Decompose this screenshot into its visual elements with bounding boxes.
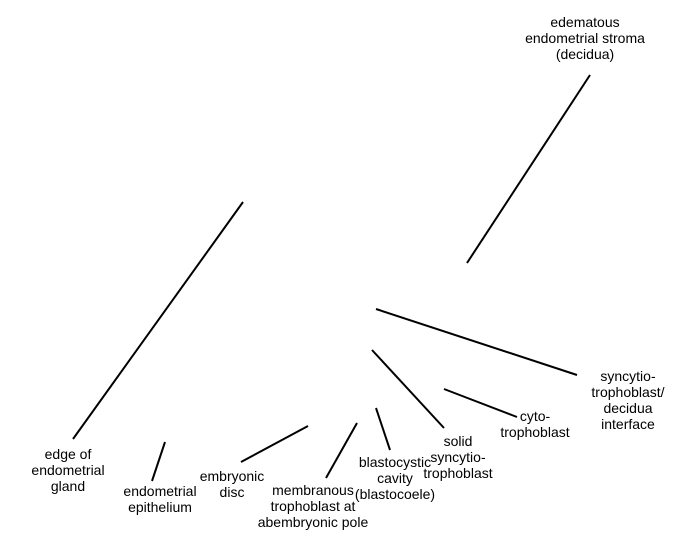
label-endometrial-epithelium: endometrial epithelium	[110, 483, 210, 515]
leader-line-blastocystic-cavity	[375, 407, 391, 451]
label-line: trophoblast at	[270, 498, 356, 514]
label-membranous-trophoblast: membranous trophoblast at abembryonic po…	[238, 482, 388, 530]
label-blastocystic-cavity: blastocystic cavity (blastocoele)	[340, 454, 450, 502]
label-line: trophoblast	[423, 465, 493, 481]
leader-line-syncytiotrophoblast-interface	[375, 308, 578, 376]
label-line: syncytio-	[430, 449, 486, 465]
label-line: disc	[219, 484, 245, 500]
label-cytotrophoblast: cyto- trophoblast	[480, 408, 590, 440]
label-line: (blastocoele)	[354, 486, 436, 502]
label-line: solid	[443, 433, 473, 449]
label-line: syncytio-	[600, 368, 656, 384]
leader-line-endometrial-epithelium	[151, 441, 166, 482]
leader-line-embryonic-disc	[240, 425, 309, 463]
label-line: trophoblast	[500, 424, 570, 440]
label-line: abembryonic pole	[257, 514, 369, 530]
leader-line-edematous-stroma	[466, 74, 591, 264]
label-line: edge of	[44, 446, 92, 462]
label-line: embryonic	[199, 468, 265, 484]
label-line: epithelium	[128, 499, 192, 515]
label-line: interface	[601, 416, 655, 432]
leader-line-edge-of-gland	[72, 201, 244, 440]
label-line: edematous	[550, 14, 620, 30]
label-line: trophoblast/	[591, 384, 665, 400]
label-line: decidua	[603, 400, 653, 416]
label-line: endometrial	[31, 462, 105, 478]
label-edematous-endometrial-stroma: edematous endometrial stroma (decidua)	[515, 14, 655, 62]
label-line: (decidua)	[555, 46, 615, 62]
label-syncytiotrophoblast-decidua-interface: syncytio- trophoblast/ decidua interface	[573, 368, 683, 432]
label-line: cavity	[377, 470, 413, 486]
label-solid-syncytiotrophoblast: solid syncytio- trophoblast	[398, 433, 518, 481]
leader-line-cytotrophoblast	[443, 388, 518, 418]
label-line: membranous	[272, 482, 354, 498]
label-line: endometrial stroma	[525, 30, 645, 46]
label-line: gland	[50, 478, 86, 494]
label-line: endometrial	[123, 483, 197, 499]
label-embryonic-disc: embryonic disc	[192, 468, 272, 500]
label-edge-of-endometrial-gland: edge of endometrial gland	[18, 446, 118, 494]
leader-line-membranous-trophoblast	[325, 422, 358, 479]
label-line: blastocystic	[358, 454, 432, 470]
label-line: cyto-	[519, 408, 551, 424]
leader-line-solid-syncytiotrophoblast	[371, 349, 445, 429]
